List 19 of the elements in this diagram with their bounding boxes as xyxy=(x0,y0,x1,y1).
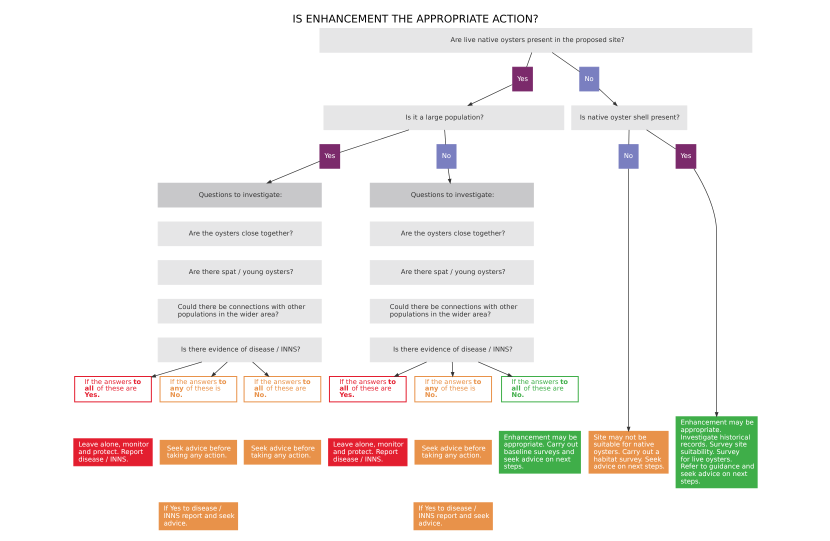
diagram-title: IS ENHANCEMENT THE APPROPRIATE ACTION? xyxy=(292,12,538,26)
arrow xyxy=(466,84,512,106)
arrow xyxy=(252,362,269,378)
connector xyxy=(628,130,629,145)
arrow xyxy=(393,362,426,377)
arrow xyxy=(266,161,320,184)
arrow xyxy=(693,168,718,418)
connector xyxy=(444,130,446,145)
arrow xyxy=(150,362,202,378)
arrow xyxy=(477,362,512,377)
connector xyxy=(526,52,532,68)
connector xyxy=(646,130,676,150)
arrow xyxy=(598,88,618,106)
connector xyxy=(339,130,409,153)
arrow xyxy=(210,362,228,378)
arrow xyxy=(450,362,454,378)
arrow xyxy=(447,168,451,184)
connector xyxy=(551,52,580,72)
arrow xyxy=(626,168,630,432)
